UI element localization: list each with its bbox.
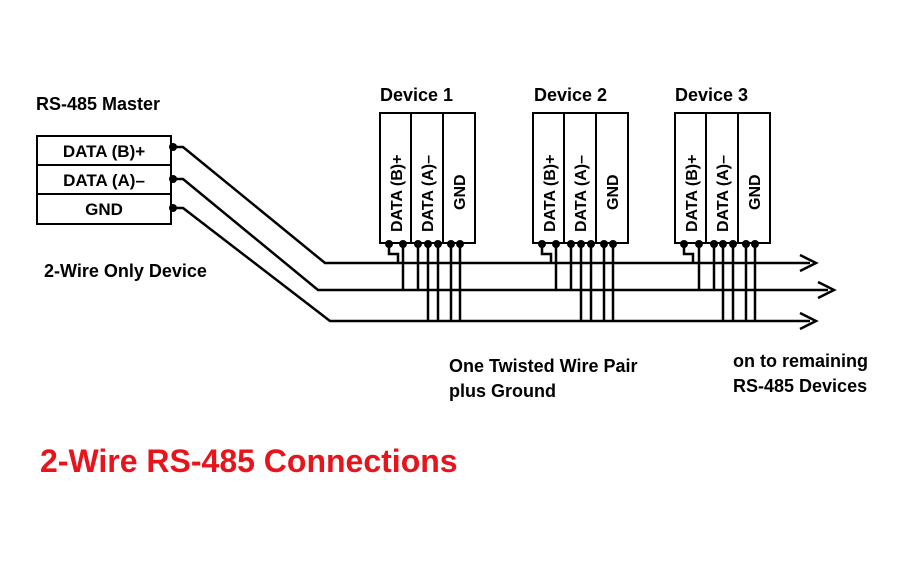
- device-2-terminal-data-a: DATA (A)–: [573, 155, 590, 232]
- device-1-terminal-data-b: DATA (B)+: [389, 155, 406, 232]
- device-2-terminal-gnd: GND: [605, 174, 622, 210]
- terminal-dots: [169, 143, 759, 248]
- device-3-label: Device 3: [675, 85, 748, 105]
- twisted-pair-note-line2: plus Ground: [449, 381, 556, 401]
- remaining-devices-note-line1: on to remaining: [733, 351, 868, 371]
- master-terminal-gnd: GND: [85, 200, 123, 219]
- bus-wire-data-b: [173, 145, 819, 273]
- device-1-label: Device 1: [380, 85, 453, 105]
- device-3-terminal-data-a: DATA (A)–: [715, 155, 732, 232]
- diagram-title: 2-Wire RS-485 Connections: [40, 443, 458, 479]
- master-label: RS-485 Master: [36, 94, 160, 114]
- device-2-terminal-data-b: DATA (B)+: [542, 155, 559, 232]
- twisted-pair-note-line1: One Twisted Wire Pair: [449, 356, 638, 376]
- bus-wire-gnd: [173, 206, 819, 331]
- master-terminal-block: DATA (B)+ DATA (A)– GND: [36, 135, 172, 225]
- device-1-terminal-data-a: DATA (A)–: [420, 155, 437, 232]
- device-3-terminal-block: DATA (B)+ DATA (A)– GND: [674, 112, 771, 244]
- device-2-terminal-block: DATA (B)+ DATA (A)– GND: [532, 112, 629, 244]
- master-terminal-data-b: DATA (B)+: [63, 142, 145, 161]
- device-3-terminal-data-b: DATA (B)+: [684, 155, 701, 232]
- master-terminal-data-a: DATA (A)–: [63, 171, 145, 190]
- device-3-terminal-gnd: GND: [747, 174, 764, 210]
- device-2-label: Device 2: [534, 85, 607, 105]
- bus-wire-data-a: [173, 177, 837, 300]
- device-1-terminal-gnd: GND: [452, 174, 469, 210]
- two-wire-only-note: 2-Wire Only Device: [44, 261, 207, 281]
- remaining-devices-note-line2: RS-485 Devices: [733, 376, 867, 396]
- device-1-terminal-block: DATA (B)+ DATA (A)– GND: [379, 112, 476, 244]
